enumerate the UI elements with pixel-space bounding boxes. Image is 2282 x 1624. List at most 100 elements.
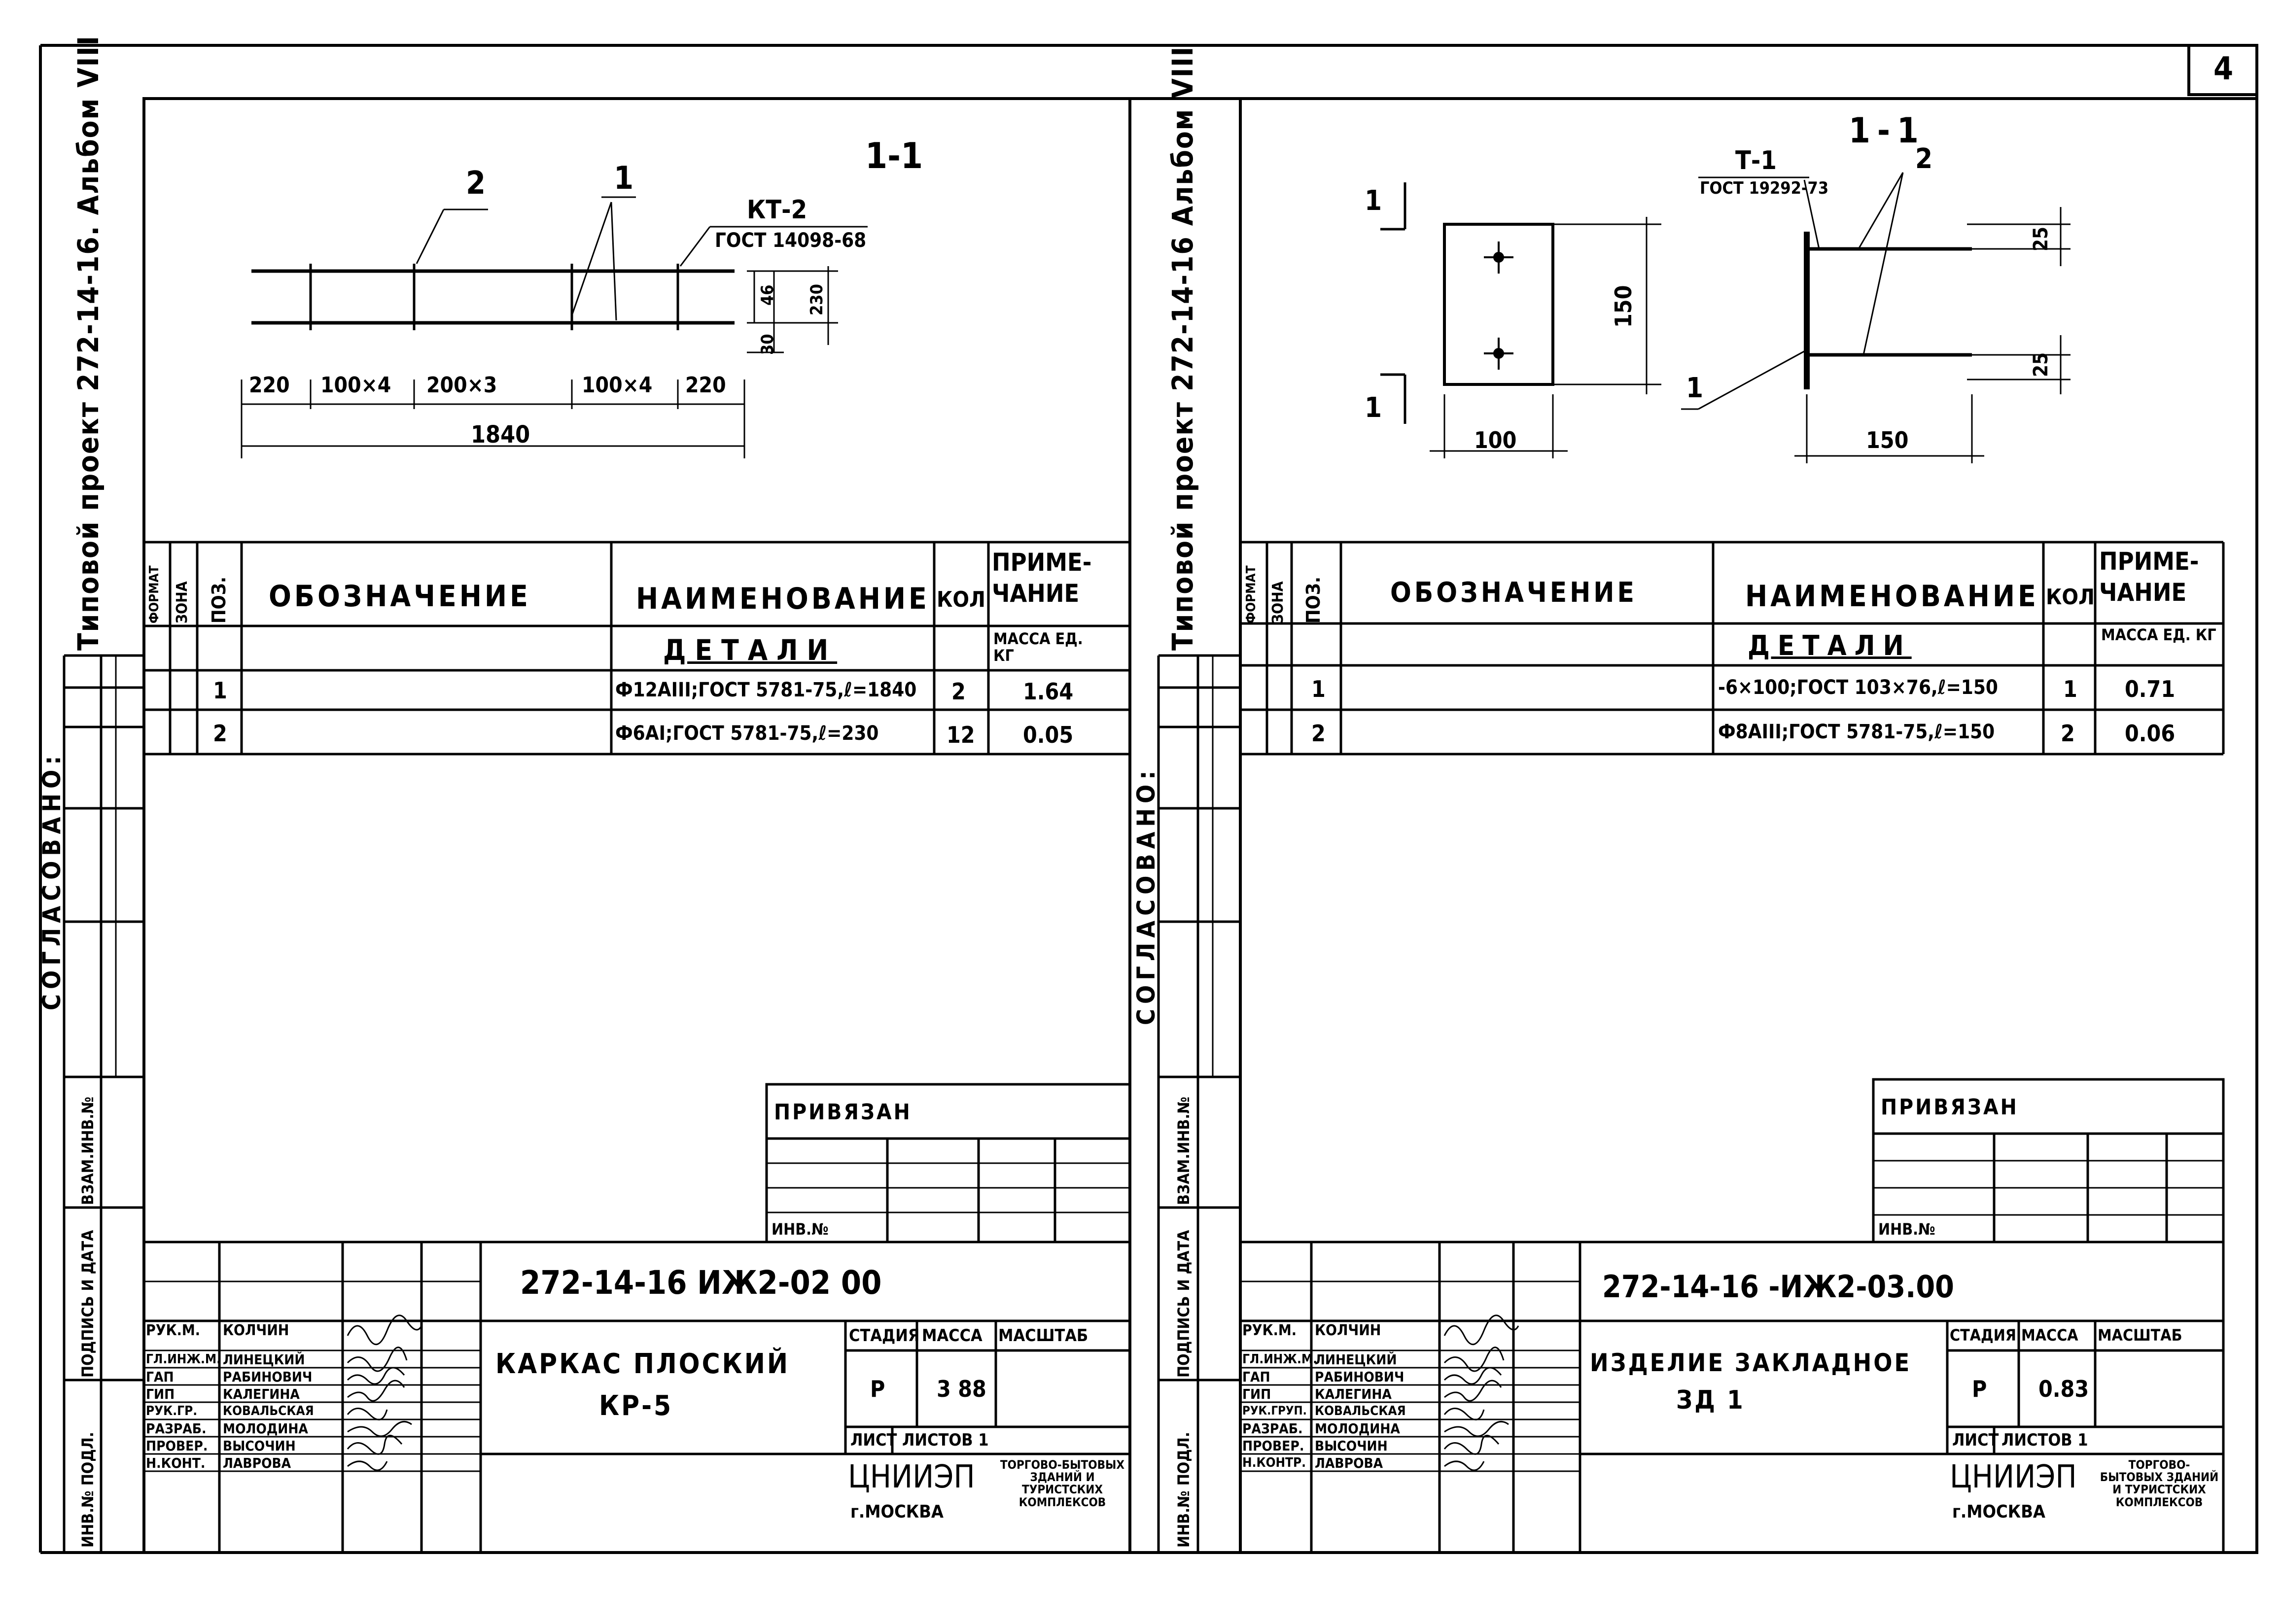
- left-city: г.МОСКВА: [850, 1502, 944, 1522]
- right-scale-label: МАСШТАБ: [2098, 1326, 2182, 1345]
- right-pos1-label: 1: [1686, 372, 1704, 404]
- left-sheets-label: ЛИСТОВ 1: [902, 1430, 989, 1450]
- right-staff-name-5: КОВАЛЬСКАЯ: [1315, 1404, 1406, 1418]
- left-row2-note: 0.05: [1023, 722, 1074, 748]
- left-org: ЦНИИЭП: [848, 1459, 975, 1495]
- left-doc-name: Каркас плоский: [495, 1348, 790, 1380]
- left-col-qty: КОЛ: [937, 587, 985, 612]
- left-binding-title: ПРИВЯЗАН: [774, 1100, 912, 1125]
- right-mass-value: 0.83: [2038, 1376, 2089, 1402]
- right-cut-bottom-label: 1: [1365, 392, 1382, 424]
- left-row2-name: Ф6АI;ГОСТ 5781-75,ℓ=230: [615, 722, 879, 745]
- left-stage-label: СТАДИЯ: [849, 1326, 920, 1346]
- left-staff-name-7: ВЫСОЧИН: [223, 1438, 296, 1454]
- left-spacing-4: 100×4: [582, 373, 653, 398]
- right-staff-role-6: РАЗРАБ.: [1242, 1420, 1303, 1437]
- right-row1-name: -6×100;ГОСТ 103×76,ℓ=150: [1718, 676, 1998, 699]
- left-kt-label: КТ-2: [747, 195, 807, 225]
- right-staff-role-4: ГИП: [1242, 1386, 1271, 1402]
- right-cut-top-label: 1: [1365, 185, 1382, 217]
- left-spacing-5: 220: [685, 373, 726, 398]
- right-sheet-label: ЛИСТ: [1952, 1430, 1999, 1450]
- left-staff-name-8: ЛАВРОВА: [223, 1455, 291, 1471]
- left-staff-role-8: Н.КОНТ.: [146, 1455, 206, 1471]
- right-dim-150-h: 150: [1866, 427, 1909, 453]
- left-staff-name-6: МОЛОДИНА: [223, 1420, 308, 1437]
- right-col-qty: КОЛ: [2046, 585, 2095, 610]
- right-t1-label: Т-1: [1735, 146, 1777, 175]
- left-scale-label: МАСШТАБ: [998, 1326, 1088, 1346]
- left-staff-role-6: РАЗРАБ.: [146, 1420, 207, 1437]
- left-pos2-label: 2: [466, 165, 486, 202]
- right-staff-role-1: РУК.М.: [1242, 1322, 1297, 1339]
- left-org-sub: ТОРГОВО-БЫТОВЫХ ЗДАНИЙ И ТУРИСТСКИХ КОМП…: [1000, 1458, 1125, 1509]
- right-row2-pos: 2: [1311, 720, 1326, 747]
- left-row2-qty: 12: [947, 722, 975, 748]
- left-gost-label: ГОСТ 14098-68: [715, 229, 867, 252]
- left-row1-pos: 1: [213, 677, 227, 704]
- left-row1-note: 1.64: [1023, 678, 1074, 705]
- left-mass-value: 3 88: [937, 1376, 986, 1402]
- right-row2-qty: 2: [2061, 720, 2075, 747]
- right-col-designation: ОБОЗНАЧЕНИЕ: [1390, 577, 1637, 609]
- right-binding-inv: ИНВ.№: [1878, 1220, 1935, 1239]
- right-staff-name-1: КОЛЧИН: [1315, 1322, 1381, 1339]
- right-row1-pos: 1: [1311, 676, 1326, 702]
- left-pos1-label: 1: [614, 160, 634, 197]
- right-staff-name-7: ВЫСОЧИН: [1315, 1438, 1388, 1454]
- right-staff-name-3: РАБИНОВИЧ: [1315, 1369, 1404, 1385]
- left-staff-name-3: РАБИНОВИЧ: [223, 1369, 313, 1385]
- left-sheet-label: ЛИСТ: [850, 1430, 897, 1450]
- right-staff-role-5: РУК.ГРУП.: [1242, 1404, 1307, 1417]
- page-number: 4: [2213, 51, 2234, 87]
- right-staff-name-6: МОЛОДИНА: [1315, 1420, 1400, 1437]
- right-row2-note: 0.06: [2125, 720, 2176, 747]
- right-city: г.МОСКВА: [1952, 1502, 2045, 1522]
- right-mass-head: МАССА: [2021, 1326, 2078, 1345]
- right-staff-name-4: КАЛЕГИНА: [1315, 1386, 1392, 1402]
- left-section-details: ДЕТАЛИ: [663, 633, 838, 667]
- left-mass-head: МАССА: [922, 1326, 983, 1346]
- left-stage-value: Р: [870, 1376, 885, 1402]
- right-staff-name-2: ЛИНЕЦКИЙ: [1315, 1351, 1397, 1368]
- right-sheets-label: ЛИСТОВ 1: [2001, 1430, 2088, 1450]
- left-col-designation: ОБОЗНАЧЕНИЕ: [269, 579, 531, 614]
- right-doc-code: 272-14-16 -ИЖ2-03.00: [1602, 1269, 1954, 1305]
- right-org: ЦНИИЭП: [1950, 1459, 2077, 1495]
- right-doc-mark: ЗД 1: [1676, 1385, 1745, 1415]
- right-doc-name: Изделие закладное: [1590, 1348, 1912, 1377]
- left-staff-name-5: КОВАЛЬСКАЯ: [223, 1404, 314, 1418]
- left-total-dim: 1840: [471, 421, 530, 449]
- left-binding-inv: ИНВ.№: [772, 1220, 829, 1239]
- right-row2-name: Ф8АIII;ГОСТ 5781-75,ℓ=150: [1718, 721, 1995, 743]
- left-frame-drawing: [241, 196, 868, 458]
- right-org-sub: ТОРГОВО-БЫТОВЫХ ЗДАНИЙ И ТУРИСТСКИХ КОМП…: [2100, 1458, 2219, 1509]
- right-staff-role-7: ПРОВЕР.: [1242, 1438, 1304, 1454]
- right-mass-label: МАССА ЕД. КГ: [2101, 625, 2216, 644]
- right-row1-qty: 1: [2063, 676, 2077, 702]
- left-col-note: ПРИМЕ-ЧАНИЕ: [992, 548, 1092, 608]
- right-section-label: 1-1: [1849, 110, 1926, 151]
- right-staff-role-8: Н.КОНТР.: [1242, 1455, 1306, 1470]
- left-section-label: 1-1: [865, 135, 923, 176]
- left-staff-name-4: КАЛЕГИНА: [223, 1386, 300, 1402]
- right-stage-value: Р: [1972, 1376, 1987, 1402]
- left-row1-qty: 2: [951, 678, 966, 705]
- right-pos2-label: 2: [1915, 143, 1933, 175]
- left-staff-name-2: ЛИНЕЦКИЙ: [223, 1351, 305, 1368]
- left-doc-mark: КР-5: [599, 1390, 673, 1422]
- left-staff-role-1: РУК.М.: [146, 1322, 201, 1339]
- left-mass-label: МАССА ЕД. КГ: [993, 629, 1083, 665]
- right-part-drawing: [1380, 172, 2071, 463]
- right-col-name: НАИМЕНОВАНИЕ: [1745, 579, 2039, 614]
- right-row1-note: 0.71: [2125, 676, 2176, 702]
- left-staff-role-7: ПРОВЕР.: [146, 1438, 208, 1454]
- left-staff-role-3: ГАП: [146, 1369, 174, 1385]
- left-spacing-3: 200×3: [426, 373, 497, 398]
- right-gost-label: ГОСТ 19292-73: [1700, 178, 1829, 198]
- left-staff-role-4: ГИП: [146, 1386, 175, 1402]
- left-spacing-2: 100×4: [320, 373, 391, 398]
